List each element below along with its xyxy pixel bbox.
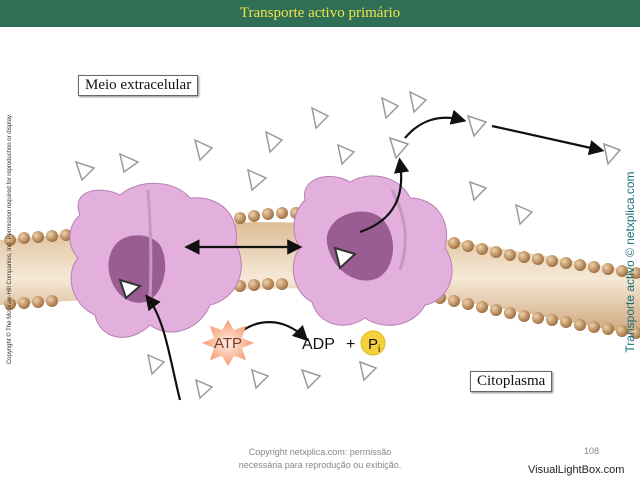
solute-entry-arrow bbox=[145, 294, 182, 401]
pi-label: Pi bbox=[368, 336, 380, 355]
footer-line-1: Copyright netxplica.com: permissão bbox=[248, 447, 392, 457]
solute-triangle bbox=[358, 360, 378, 382]
solute-exit-arrow-1 bbox=[404, 109, 467, 139]
adp-label: ADP bbox=[302, 336, 335, 353]
transport-protein-right bbox=[292, 175, 453, 326]
atp-molecule: ATP bbox=[202, 320, 254, 366]
footer-copyright: Copyright netxplica.com: permissão neces… bbox=[190, 446, 450, 472]
plus-sign: + bbox=[346, 336, 355, 353]
solute-triangle bbox=[118, 152, 140, 174]
footer-line-2: necessária para reprodução ou exibição. bbox=[238, 460, 402, 470]
slide-title: Transporte activo primário bbox=[0, 0, 640, 27]
side-copyright: Copyright © The McGraw-Hill Companies, I… bbox=[7, 113, 13, 365]
atp-label: ATP bbox=[214, 335, 242, 352]
solute-release-arrow bbox=[359, 157, 410, 234]
solute-triangle bbox=[250, 368, 270, 390]
solute-triangle bbox=[300, 368, 322, 390]
solute-triangle bbox=[146, 353, 166, 376]
solute-triangle bbox=[118, 278, 143, 300]
solute-triangle bbox=[468, 180, 488, 202]
solute-triangle bbox=[74, 160, 96, 182]
solute-triangle bbox=[408, 90, 428, 114]
transport-protein-left bbox=[69, 182, 242, 338]
solute-triangle bbox=[193, 138, 214, 162]
solute-triangle bbox=[466, 114, 488, 138]
solute-triangle bbox=[310, 106, 330, 130]
solute-triangle bbox=[264, 130, 284, 154]
solute-triangle bbox=[194, 378, 214, 400]
solute-exit-arrow-2 bbox=[491, 124, 605, 156]
solute-triangle bbox=[333, 246, 357, 270]
phosphate-molecule: Pi bbox=[360, 330, 386, 356]
solute-triangle bbox=[602, 142, 622, 166]
side-site-credit: Transporte activo © netxplica.com bbox=[623, 171, 637, 353]
solute-triangle bbox=[514, 203, 534, 226]
cytoplasm-label: Citoplasma bbox=[470, 371, 553, 392]
extracellular-label: Meio extracelular bbox=[78, 75, 199, 96]
solute-triangle bbox=[388, 136, 410, 160]
solute-triangle bbox=[336, 143, 356, 166]
solute-triangle bbox=[246, 168, 268, 192]
solute-triangle bbox=[380, 96, 400, 120]
watermark-link[interactable]: VisualLightBox.com bbox=[528, 464, 625, 476]
primary-active-transport-diagram: ATP ADP + Pi bbox=[0, 90, 640, 401]
solute-molecules bbox=[74, 90, 622, 400]
page-number: 108 bbox=[584, 446, 600, 456]
